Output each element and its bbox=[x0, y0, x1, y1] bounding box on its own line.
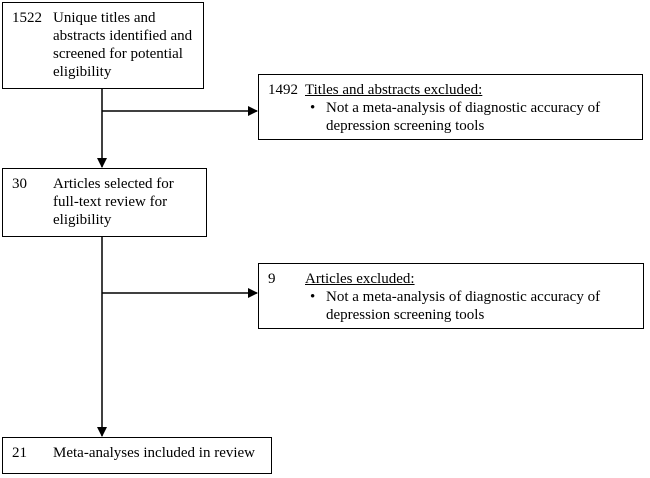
title-excluded-1: Titles and abstracts excluded: bbox=[305, 82, 483, 98]
count-excluded-2: 9 bbox=[268, 271, 276, 287]
title-excluded-2: Articles excluded: bbox=[305, 271, 415, 287]
bullet-icon: • bbox=[310, 100, 316, 116]
reason-excluded-1: Not a meta-analysis of diagnostic accura… bbox=[326, 100, 601, 134]
reason-excluded-2: Not a meta-analysis of diagnostic accura… bbox=[326, 289, 601, 323]
box-selected: 30 Articles selected for full-text revie… bbox=[2, 168, 207, 237]
box-excluded-2: 9 Articles excluded: • Not a meta-analys… bbox=[258, 263, 644, 329]
bullet-icon: • bbox=[310, 289, 316, 305]
reason-item-excluded-2: • Not a meta-analysis of diagnostic accu… bbox=[310, 288, 638, 324]
count-selected: 30 bbox=[12, 176, 27, 192]
box-excluded-1: 1492 Titles and abstracts excluded: • No… bbox=[258, 74, 643, 140]
text-identified: Unique titles and abstracts identified a… bbox=[53, 10, 193, 80]
reason-item-excluded-1: • Not a meta-analysis of diagnostic accu… bbox=[310, 99, 638, 135]
count-identified: 1522 bbox=[12, 10, 42, 26]
text-selected: Articles selected for full-text review f… bbox=[53, 176, 174, 228]
box-identified: 1522 Unique titles and abstracts identif… bbox=[2, 2, 204, 89]
text-included: Meta-analyses included in review bbox=[53, 445, 256, 461]
box-included: 21 Meta-analyses included in review bbox=[2, 437, 272, 474]
count-excluded-1: 1492 bbox=[268, 82, 298, 98]
count-included: 21 bbox=[12, 445, 27, 461]
